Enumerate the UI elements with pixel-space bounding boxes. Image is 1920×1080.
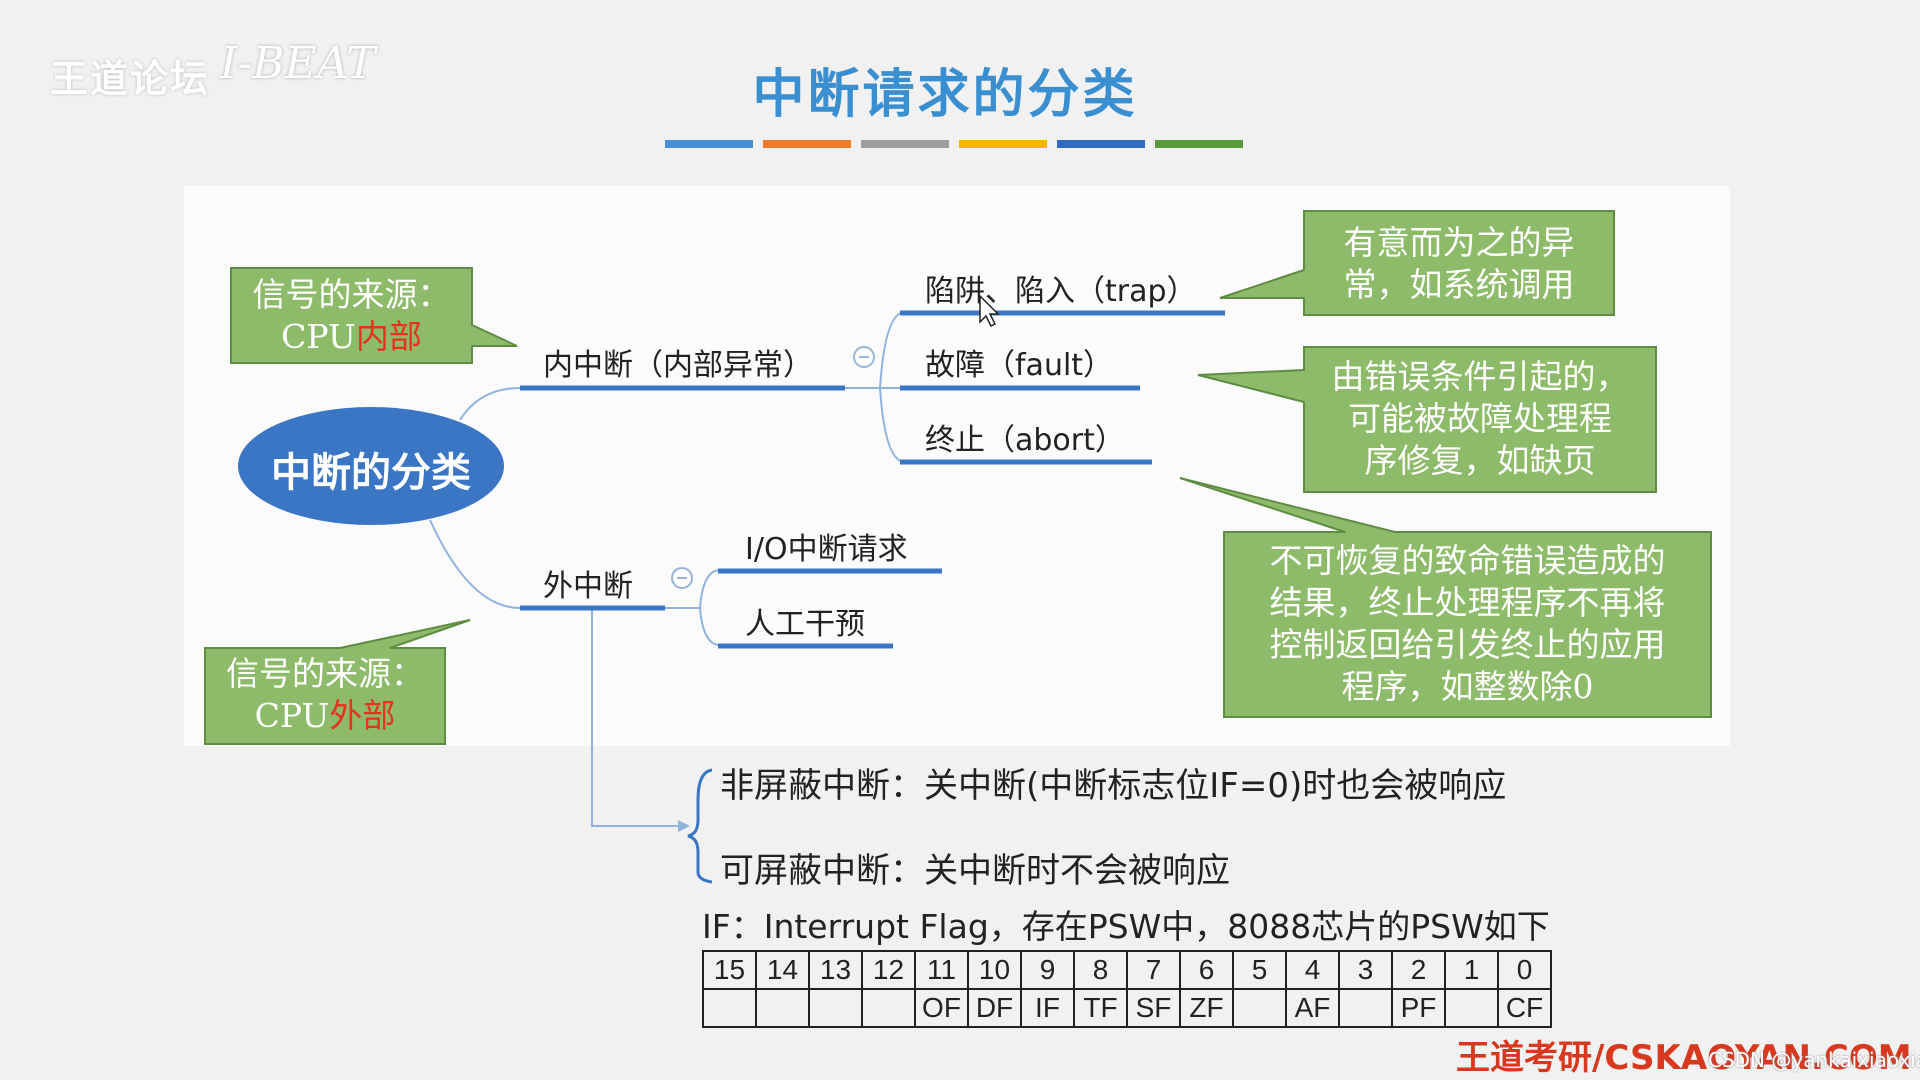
maskable-interrupt-text: 可屏蔽中断：关中断时不会被响应 bbox=[720, 851, 1230, 891]
callout-source-internal-text: 信号的来源： CPU内部 bbox=[252, 275, 451, 356]
psw-flag-cell bbox=[861, 988, 916, 1028]
connector-external-mask bbox=[591, 608, 680, 827]
logo: 王道论坛 bbox=[50, 57, 211, 101]
signature: I-BEAT bbox=[220, 38, 376, 89]
psw-caption: IF：Interrupt Flag，存在PSW中，8088芯片的PSW如下 bbox=[702, 907, 1550, 946]
psw-flag-cell: OF bbox=[914, 988, 969, 1028]
brace bbox=[687, 768, 713, 884]
callout-source-internal bbox=[230, 267, 518, 364]
psw-flag-cell bbox=[1338, 988, 1393, 1028]
psw-bit-cell: 8 bbox=[1073, 950, 1128, 990]
psw-bit-cell: 9 bbox=[1020, 950, 1075, 990]
psw-flag-cell: IF bbox=[1020, 988, 1075, 1028]
psw-bit-cell: 6 bbox=[1179, 950, 1234, 990]
psw-flag-cell bbox=[755, 988, 810, 1028]
psw-flag-cell: TF bbox=[1073, 988, 1128, 1028]
psw-bit-cell: 13 bbox=[808, 950, 863, 990]
psw-flag-cell bbox=[1444, 988, 1499, 1028]
psw-bit-cell: 2 bbox=[1391, 950, 1446, 990]
callout-fault-text: 由错误条件引起的， 可能被故障处理程 序修复，如缺页 bbox=[1331, 357, 1629, 480]
psw-flag-cell: AF bbox=[1285, 988, 1340, 1028]
psw-bit-cell: 3 bbox=[1338, 950, 1393, 990]
psw-bit-cell: 7 bbox=[1126, 950, 1181, 990]
psw-flag-cell: ZF bbox=[1179, 988, 1234, 1028]
color-bar-5 bbox=[1057, 140, 1145, 148]
callout-abort-text: 不可恢复的致命错误造成的 结果，终止处理程序不再将 控制返回给引发终止的应用 程… bbox=[1269, 541, 1666, 706]
psw-bit-cell: 5 bbox=[1232, 950, 1287, 990]
color-bar-3 bbox=[861, 140, 949, 148]
node-internal: 内中断（内部异常） bbox=[543, 348, 813, 383]
center-node-label: 中断的分类 bbox=[271, 450, 471, 496]
psw-flag-cell: SF bbox=[1126, 988, 1181, 1028]
nonmaskable-interrupt-text: 非屏蔽中断：关中断(中断标志位IF=0)时也会被响应 bbox=[720, 766, 1507, 806]
psw-bit-cell: 4 bbox=[1285, 950, 1340, 990]
color-bar-4 bbox=[959, 140, 1047, 148]
psw-flag-cell: PF bbox=[1391, 988, 1446, 1028]
node-fault: 故障（fault） bbox=[925, 348, 1114, 383]
psw-bit-cell: 1 bbox=[1444, 950, 1499, 990]
node-trap: 陷阱、陷入（trap） bbox=[925, 274, 1197, 309]
psw-bit-cell: 10 bbox=[967, 950, 1022, 990]
callout-trap bbox=[1219, 210, 1615, 316]
color-bar-6 bbox=[1155, 140, 1243, 148]
color-bar-2 bbox=[763, 140, 851, 148]
node-abort: 终止（abort） bbox=[925, 423, 1125, 458]
footer-brand: 王道考研/CSKAOYAN.COM bbox=[1456, 1038, 1912, 1078]
callout-trap-text: 有意而为之的异 常，如系统调用 bbox=[1343, 223, 1575, 304]
psw-flag-cell: CF bbox=[1497, 988, 1552, 1028]
psw-flag-cell: DF bbox=[967, 988, 1022, 1028]
psw-bit-cell: 11 bbox=[914, 950, 969, 990]
psw-flag-cell bbox=[702, 988, 757, 1028]
connector-center-internal bbox=[459, 387, 521, 421]
callout-source-external bbox=[204, 619, 471, 745]
psw-bit-cell: 12 bbox=[861, 950, 916, 990]
psw-flag-cell bbox=[808, 988, 863, 1028]
psw-flag-cell bbox=[1232, 988, 1287, 1028]
connector-center-external bbox=[429, 519, 521, 609]
mouse-cursor-icon bbox=[979, 294, 1000, 328]
callout-source-external-text: 信号的来源： CPU外部 bbox=[226, 654, 424, 735]
callout-fault bbox=[1197, 346, 1657, 493]
csdn-watermark: CSDN @yankaixiaoxiao bbox=[1708, 1048, 1920, 1072]
arrow-head bbox=[678, 820, 690, 832]
connector-internal-children bbox=[845, 311, 906, 463]
center-node bbox=[238, 407, 504, 525]
node-external: 外中断 bbox=[543, 569, 633, 604]
node-manual-intervention: 人工干预 bbox=[745, 607, 865, 642]
psw-bit-cell: 0 bbox=[1497, 950, 1552, 990]
slide-title: 中断请求的分类 bbox=[752, 65, 1138, 125]
psw-bit-cell: 15 bbox=[702, 950, 757, 990]
psw-bit-cell: 14 bbox=[755, 950, 810, 990]
node-io-request: I/O中断请求 bbox=[745, 532, 908, 567]
connector-external-children bbox=[665, 569, 721, 646]
callout-abort bbox=[1179, 477, 1712, 718]
color-bar-1 bbox=[665, 140, 753, 148]
